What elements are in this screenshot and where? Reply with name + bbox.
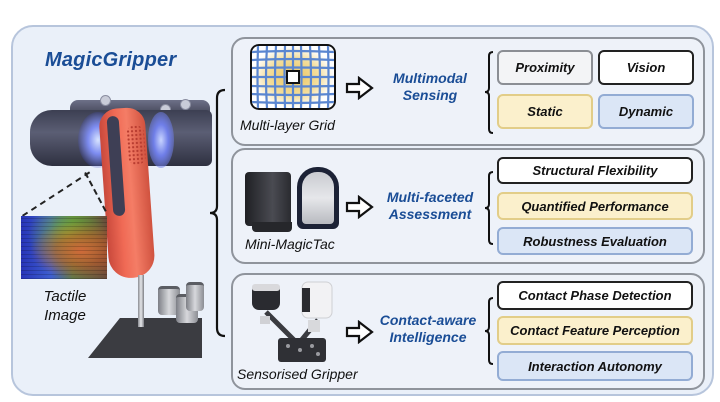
concept-line2: Sensing (402, 87, 458, 103)
panel-caption: Multi-layer Grid (240, 117, 335, 133)
capability-box: Contact Feature Perception (497, 316, 693, 345)
right-arrow-icon (345, 195, 374, 219)
capability-box: Contact Phase Detection (497, 281, 693, 310)
multi-layer-grid-icon (250, 44, 336, 110)
concept-line1: Contact-aware (379, 312, 477, 328)
capability-box: Dynamic (598, 94, 694, 129)
sensorised-gripper-image (252, 281, 333, 362)
capability-box: Interaction Autonomy (497, 351, 693, 381)
diagram-title: MagicGripper (45, 49, 177, 71)
capability-box: Static (497, 94, 593, 129)
screwdriver-shaft (138, 275, 144, 327)
capability-box: Vision (598, 50, 694, 85)
magictac-skin (302, 172, 334, 224)
capability-box: Quantified Performance (497, 192, 693, 220)
bolt-icon (180, 99, 191, 110)
concept-label: Multimodal Sensing (380, 70, 480, 104)
concept-line1: Multi-faceted (386, 189, 474, 205)
concept-line2: Assessment (388, 206, 472, 222)
capability-box: Structural Flexibility (497, 157, 693, 184)
panel-caption: Mini-MagicTac (245, 236, 335, 252)
socket-icon (186, 282, 204, 311)
socket-icon (158, 286, 180, 315)
big-brace-icon (209, 88, 226, 338)
brace-icon (484, 297, 494, 365)
concept-line2: Intelligence (389, 329, 467, 345)
concept-label: Multi-faceted Assessment (380, 189, 480, 223)
right-arrow-icon (345, 76, 374, 100)
right-arrow-icon (345, 320, 374, 344)
handle-grip-pattern (125, 124, 147, 166)
panel-caption: Sensorised Gripper (237, 366, 358, 382)
capability-box: Robustness Evaluation (497, 227, 693, 255)
tactile-image (21, 216, 107, 279)
concept-label: Contact-aware Intelligence (372, 312, 484, 346)
tactile-label-line2: Image (44, 307, 86, 324)
led-glow (148, 112, 174, 168)
tactile-label-line1: Tactile (43, 288, 87, 305)
capability-box: Proximity (497, 50, 593, 85)
bolt-icon (100, 95, 111, 106)
magictac-base (252, 222, 292, 232)
tactile-image-label: Tactile Image (20, 287, 110, 325)
magictac-housing (245, 172, 291, 226)
brace-icon (484, 171, 494, 245)
brace-icon (484, 51, 494, 134)
concept-line1: Multimodal (393, 70, 467, 86)
